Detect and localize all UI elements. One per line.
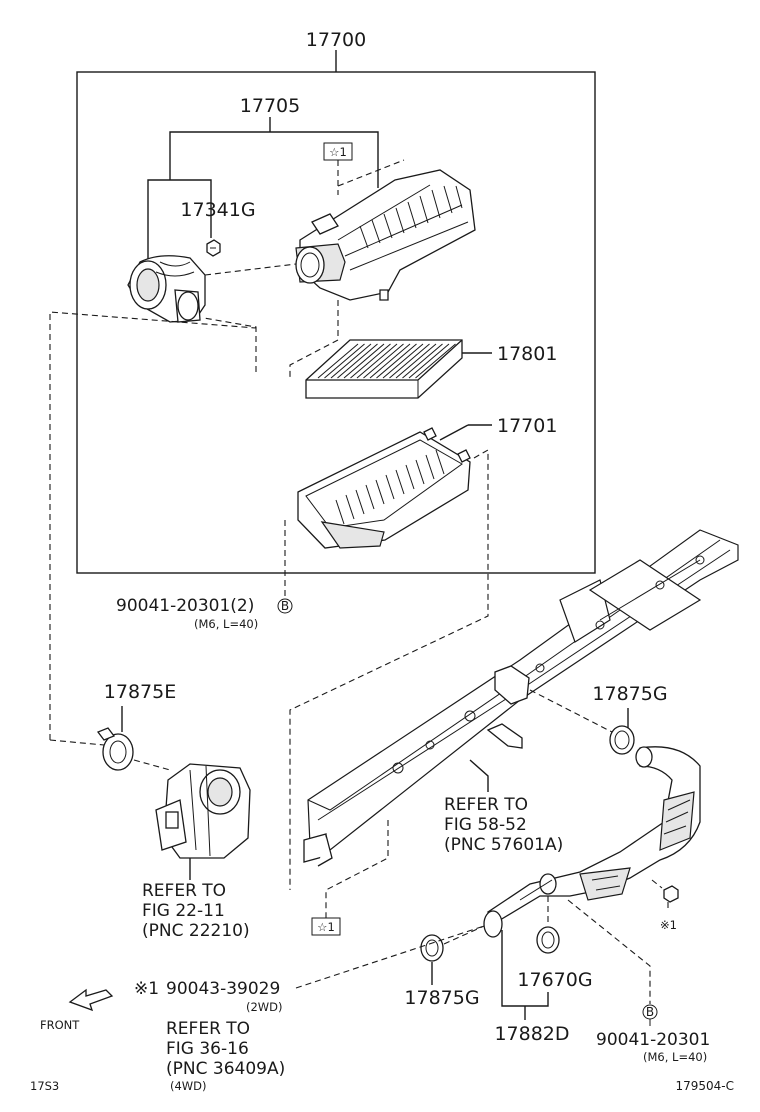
label-note-1: ※1 bbox=[660, 918, 677, 932]
element-rib bbox=[382, 343, 424, 379]
element-rib bbox=[389, 343, 430, 379]
svg-text:☆1: ☆1 bbox=[317, 920, 335, 934]
element-rib bbox=[324, 343, 365, 379]
clamp-17875G-bottom bbox=[420, 934, 444, 962]
case-rib bbox=[375, 479, 385, 505]
label-2wd: (2WD) bbox=[246, 1000, 283, 1014]
label-17701: 17701 bbox=[497, 415, 557, 437]
clamp-17875G-top bbox=[609, 725, 635, 755]
element-rib bbox=[408, 343, 450, 379]
label-refer-frame-1: REFER TO bbox=[444, 795, 528, 815]
label-refer-frame-3: (PNC 57601A) bbox=[444, 835, 563, 855]
element-rib bbox=[337, 343, 378, 379]
label-4wd: (4WD) bbox=[170, 1079, 207, 1093]
front-arrow-icon bbox=[68, 988, 114, 1012]
svg-text:B: B bbox=[646, 1005, 654, 1019]
code-right: 179504-C bbox=[675, 1079, 734, 1093]
label-front: FRONT bbox=[40, 1018, 80, 1032]
element-rib bbox=[356, 343, 398, 379]
case-rib bbox=[345, 494, 355, 520]
label-17882D: 17882D bbox=[494, 1023, 569, 1045]
label-refer-throttle-3: (PNC 22210) bbox=[142, 921, 250, 941]
label-17670G: 17670G bbox=[517, 969, 592, 991]
assembly-leader bbox=[76, 50, 596, 574]
case-rib bbox=[365, 484, 375, 510]
clamp-17875E bbox=[96, 727, 134, 771]
element-rib bbox=[395, 343, 437, 379]
case-rib bbox=[335, 499, 345, 525]
label-17875G-bottom: 17875G bbox=[404, 987, 479, 1009]
bolt-marker-right: B bbox=[642, 1004, 658, 1020]
air-cleaner-case bbox=[297, 427, 471, 549]
label-refer-4wd-2: FIG 36-16 bbox=[166, 1039, 249, 1059]
label-refer-frame-2: FIG 58-52 bbox=[444, 815, 527, 835]
assembly-box bbox=[76, 71, 596, 574]
element-rib bbox=[376, 343, 417, 379]
code-left: 17S3 bbox=[30, 1079, 59, 1093]
element-rib bbox=[363, 343, 404, 379]
case-rib bbox=[405, 464, 415, 490]
label-90041-20301: 90041-20301 bbox=[596, 1030, 710, 1050]
element-rib bbox=[415, 343, 456, 379]
case-rib bbox=[425, 454, 435, 480]
svg-text:B: B bbox=[281, 599, 289, 613]
element-rib bbox=[350, 343, 391, 379]
label-bolt-left-spec: (M6, L=40) bbox=[194, 617, 258, 631]
label-17801: 17801 bbox=[497, 343, 557, 365]
label-17875E: 17875E bbox=[104, 681, 176, 703]
inlet-hose-part bbox=[127, 255, 206, 323]
vehicle-frame bbox=[303, 529, 739, 867]
label-90043-39029: 90043-39029 bbox=[166, 979, 280, 999]
clamp-17670G bbox=[536, 926, 560, 954]
small-bolt-note bbox=[663, 885, 679, 903]
label-bolt-right-spec: (M6, L=40) bbox=[643, 1050, 707, 1064]
label-17705: 17705 bbox=[240, 95, 300, 117]
element-rib bbox=[343, 343, 385, 379]
case-rib bbox=[355, 489, 365, 515]
label-refer-4wd-3: (PNC 36409A) bbox=[166, 1059, 285, 1079]
star-note-bottom: ☆1 bbox=[311, 917, 341, 936]
case-rib bbox=[395, 469, 405, 495]
element-rib bbox=[317, 343, 359, 379]
label-17700: 17700 bbox=[306, 29, 366, 51]
element-rib bbox=[402, 343, 443, 379]
air-filter-element bbox=[305, 339, 463, 399]
label-star-top: ☆1 bbox=[329, 145, 347, 159]
cap-leader bbox=[147, 117, 379, 262]
case-rib bbox=[385, 474, 395, 500]
star-note-top: ☆1 bbox=[323, 142, 405, 195]
throttle-body bbox=[155, 763, 251, 859]
element-rib bbox=[330, 343, 372, 379]
intake-hose bbox=[483, 746, 701, 938]
label-17341G: 17341G bbox=[180, 199, 255, 221]
label-90041-20301-2: 90041-20301(2) bbox=[116, 596, 254, 616]
bolt-marker-left: B bbox=[277, 598, 293, 614]
case-rib bbox=[415, 459, 425, 485]
case-rib bbox=[435, 449, 445, 475]
clip-17341G bbox=[206, 239, 221, 257]
label-refer-throttle-2: FIG 22-11 bbox=[142, 901, 225, 921]
label-ref-prefix: ※1 bbox=[134, 979, 159, 999]
label-refer-4wd-1: REFER TO bbox=[166, 1019, 250, 1039]
air-cleaner-cap bbox=[295, 169, 476, 301]
label-17875G-top: 17875G bbox=[592, 683, 667, 705]
element-rib bbox=[369, 343, 411, 379]
label-refer-throttle-1: REFER TO bbox=[142, 881, 226, 901]
